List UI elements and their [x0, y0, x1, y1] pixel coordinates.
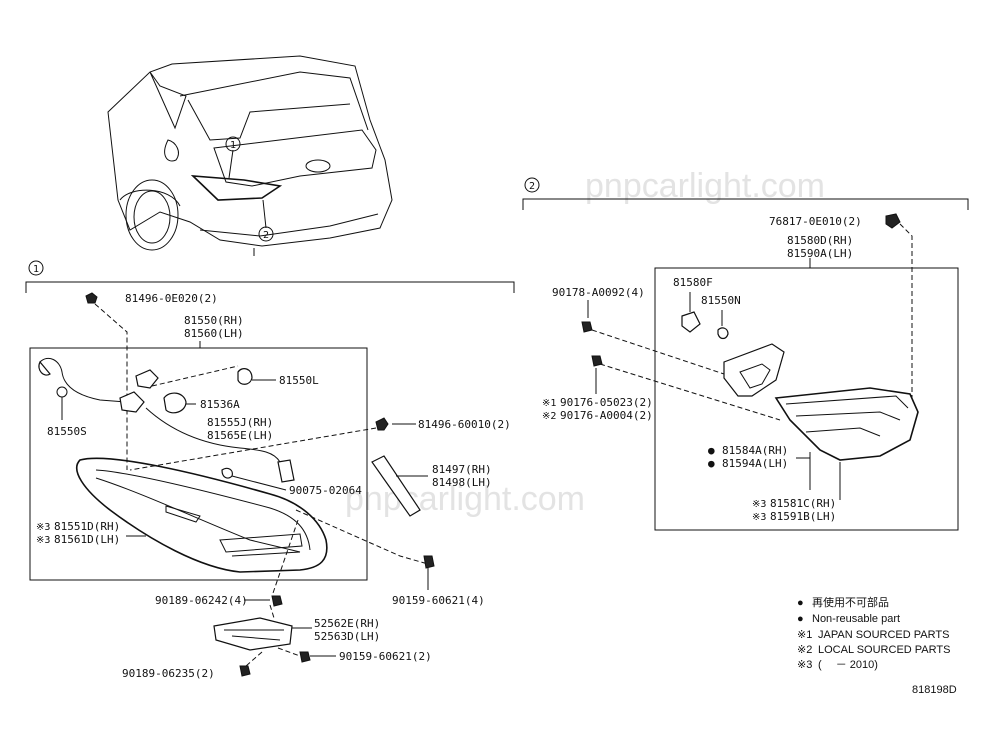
mark-nonreusable-a: ●: [708, 444, 715, 457]
part-81555J-rh: 81555J(RH): [207, 416, 273, 429]
watermark-center: pnpcarlight.com: [345, 480, 585, 518]
part-52563D-lh: 52563D(LH): [314, 630, 380, 643]
part-81561D-lh: 81561D(LH): [54, 533, 120, 546]
svg-text:2: 2: [529, 181, 535, 192]
part-81565E-lh: 81565E(LH): [207, 429, 273, 442]
part-90176-A0004: 90176-A0004(2): [560, 409, 653, 422]
part-81580F: 81580F: [673, 276, 713, 289]
part-81560-lh: 81560(LH): [184, 327, 244, 340]
mark-note3-c: ※3: [752, 499, 766, 510]
callout-1-car: 1: [225, 136, 241, 152]
mark-nonreusable-b: ●: [708, 457, 715, 470]
part-81496-60010: 81496-60010(2): [418, 418, 511, 431]
part-81496-0E020: 81496-0E020(2): [125, 292, 218, 305]
group-1-assembly-box: [29, 347, 368, 581]
part-90159-60621-2: 90159-60621(2): [339, 650, 432, 663]
part-90189-06242: 90189-06242(4): [155, 594, 248, 607]
legend-mark-ja: ●: [797, 597, 804, 609]
part-90159-60621-4: 90159-60621(4): [392, 594, 485, 607]
legend-mark-en: ●: [797, 613, 804, 625]
legend-nonreusable-en: Non-reusable part: [812, 613, 900, 625]
part-81550S: 81550S: [47, 425, 87, 438]
legend-local-sourced: LOCAL SOURCED PARTS: [818, 644, 950, 656]
part-81498-lh: 81498(LH): [432, 476, 492, 489]
group-1-header: 1: [25, 260, 515, 293]
group-2-part-drawings: [581, 213, 919, 500]
legend: ● 再使用不可部品 ● Non-reusable part ※1 JAPAN S…: [797, 595, 950, 671]
legend-note1-mark: ※1: [797, 629, 812, 641]
legend-note2-mark: ※2: [797, 644, 812, 656]
mark-note2: ※2: [542, 411, 556, 422]
group-2-assembly-box: [654, 267, 959, 531]
mark-note1: ※1: [542, 398, 556, 409]
legend-nonreusable-ja: 再使用不可部品: [812, 595, 889, 609]
part-90189-06235: 90189-06235(2): [122, 667, 215, 680]
part-90075-02064: 90075-02064: [289, 484, 362, 497]
svg-text:1: 1: [230, 140, 236, 151]
part-81550N: 81550N: [701, 294, 741, 307]
diagram-number: 818198D: [912, 684, 957, 696]
part-76817-0E010: 76817-0E010(2): [769, 215, 862, 228]
svg-text:1: 1: [33, 264, 39, 275]
part-81551D-rh: 81551D(RH): [54, 520, 120, 533]
part-81584A-rh: 81584A(RH): [722, 444, 788, 457]
callout-2-car: 2: [258, 226, 274, 242]
part-81590A-lh: 81590A(LH): [787, 247, 853, 260]
mark-note3-a: ※3: [36, 522, 50, 533]
legend-japan-sourced: JAPAN SOURCED PARTS: [818, 629, 949, 641]
part-81550L: 81550L: [279, 374, 319, 387]
svg-text:2: 2: [263, 230, 269, 241]
legend-date-range: ( － 2010): [818, 659, 878, 671]
group-2-header: 2: [522, 177, 969, 210]
part-81550-rh: 81550(RH): [184, 314, 244, 327]
part-90178-A0092: 90178-A0092(4): [552, 286, 645, 299]
part-52562E-rh: 52562E(RH): [314, 617, 380, 630]
part-81580D-rh: 81580D(RH): [787, 234, 853, 247]
part-81581C-rh: 81581C(RH): [770, 497, 836, 510]
legend-note3-mark: ※3: [797, 659, 812, 671]
mark-note3-d: ※3: [752, 512, 766, 523]
part-81594A-lh: 81594A(LH): [722, 457, 788, 470]
part-81591B-lh: 81591B(LH): [770, 510, 836, 523]
mark-note3-b: ※3: [36, 535, 50, 546]
part-90176-05023: 90176-05023(2): [560, 396, 653, 409]
part-81536A: 81536A: [200, 398, 240, 411]
group-1-part-drawings: [38, 292, 435, 677]
car-rear-illustration: [107, 55, 393, 256]
part-81497-rh: 81497(RH): [432, 463, 492, 476]
